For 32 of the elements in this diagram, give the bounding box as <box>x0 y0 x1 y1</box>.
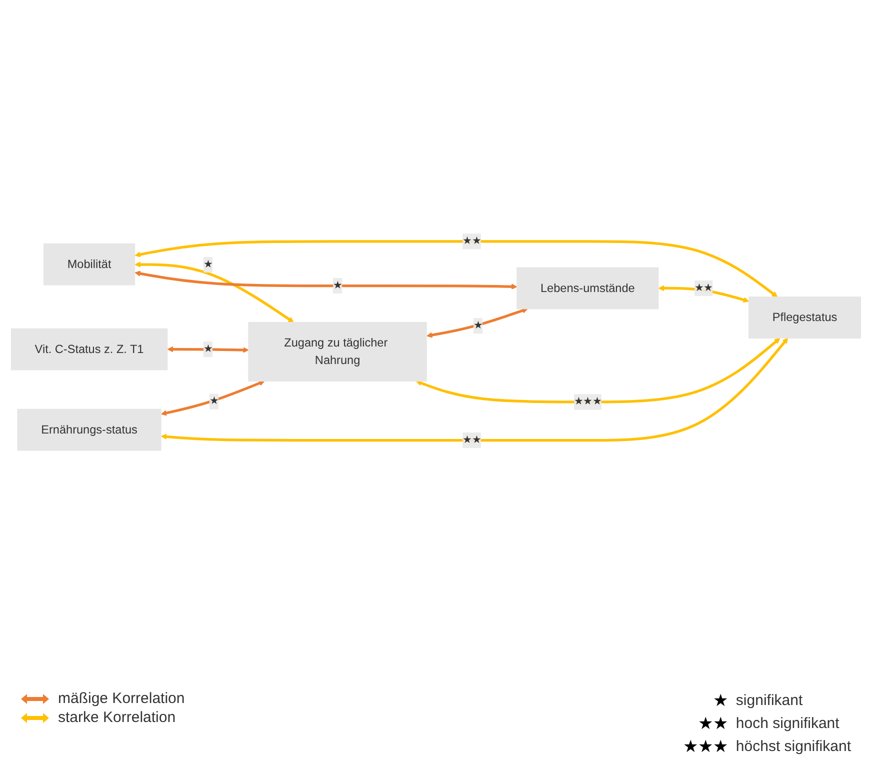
edge-label: ★★★ <box>573 396 601 408</box>
edge-label: ★★ <box>462 434 480 446</box>
arrow <box>658 285 749 303</box>
node-box: Vit. C-Status z. Z. T1 <box>10 328 168 370</box>
star-rating: ★ <box>712 690 728 711</box>
edge-label: ★ <box>208 396 218 407</box>
arrow <box>426 308 528 338</box>
node-box: Pflegestatus <box>748 296 861 338</box>
star-rating: ★★ <box>696 713 728 734</box>
star-rating: ★★★ <box>682 736 728 757</box>
node-box: Lebens-umstände <box>516 267 658 310</box>
node-box: Ernährungs-status <box>16 408 161 451</box>
edge-label: ★ <box>202 343 212 355</box>
edge-label: ★★ <box>462 236 480 247</box>
node-box: Mobilität <box>42 243 135 286</box>
arrow <box>415 338 780 404</box>
legend-text: höchst signifikant <box>736 738 851 755</box>
edge-label: ★ <box>332 280 342 292</box>
arrow <box>160 338 788 442</box>
arrow <box>166 346 248 353</box>
legend-text: mäßige Korrelation <box>58 690 185 707</box>
arrow <box>160 380 264 416</box>
arrow <box>134 270 517 290</box>
arrow <box>134 240 778 298</box>
edge-label: ★★ <box>694 282 712 294</box>
legend-text: hoch signifikant <box>736 715 840 732</box>
legend-text: signifikant <box>736 692 803 709</box>
legend-text: starke Korrelation <box>58 709 176 726</box>
edge-label: ★ <box>202 258 212 270</box>
arrow <box>134 262 294 323</box>
node-box: Zugang zu täglicher Nahrung <box>248 322 426 382</box>
edge-label: ★ <box>472 320 482 332</box>
